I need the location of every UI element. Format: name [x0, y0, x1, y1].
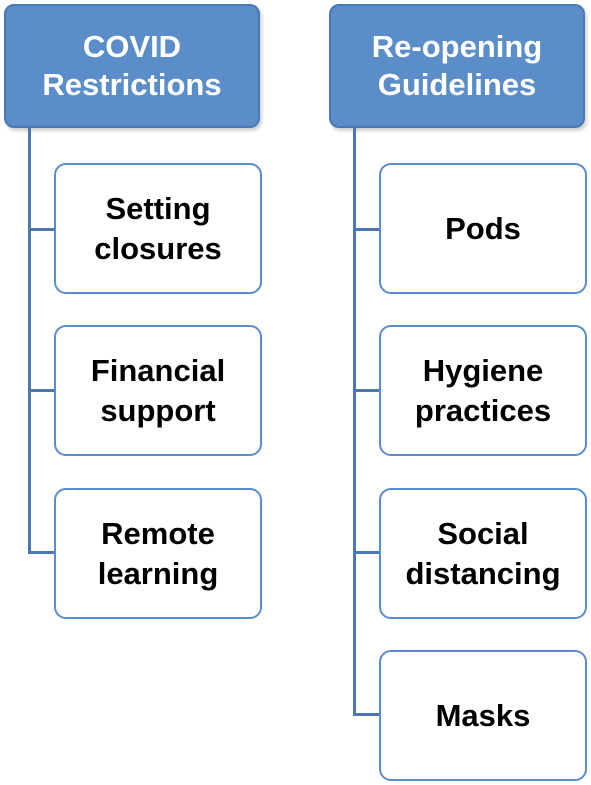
connector-trunk-right	[353, 128, 356, 716]
node-social-distancing: Social distancing	[379, 488, 587, 619]
node-label: Setting closures	[94, 190, 222, 266]
node-financial-support: Financial support	[54, 325, 262, 456]
connector-branch	[28, 551, 55, 554]
header-reopening-guidelines: Re-opening Guidelines	[329, 4, 585, 128]
header-label: COVID Restrictions	[42, 29, 222, 102]
header-label: Re-opening Guidelines	[371, 29, 543, 102]
node-label: Social distancing	[405, 515, 561, 591]
node-pods: Pods	[379, 163, 587, 294]
node-hygiene-practices: Hygiene practices	[379, 325, 587, 456]
connector-branch	[28, 228, 55, 231]
node-label: Pods	[445, 210, 521, 246]
header-covid-restrictions: COVID Restrictions	[4, 4, 260, 128]
node-label: Remote learning	[97, 515, 219, 591]
node-label: Financial support	[90, 352, 226, 428]
connector-trunk-left	[28, 128, 31, 554]
node-label: Hygiene practices	[414, 352, 552, 428]
connector-branch	[353, 389, 380, 392]
connector-branch	[353, 713, 380, 716]
node-label: Masks	[435, 697, 531, 733]
node-masks: Masks	[379, 650, 587, 781]
connector-branch	[353, 551, 380, 554]
node-setting-closures: Setting closures	[54, 163, 262, 294]
node-remote-learning: Remote learning	[54, 488, 262, 619]
connector-branch	[353, 228, 380, 231]
connector-branch	[28, 389, 55, 392]
